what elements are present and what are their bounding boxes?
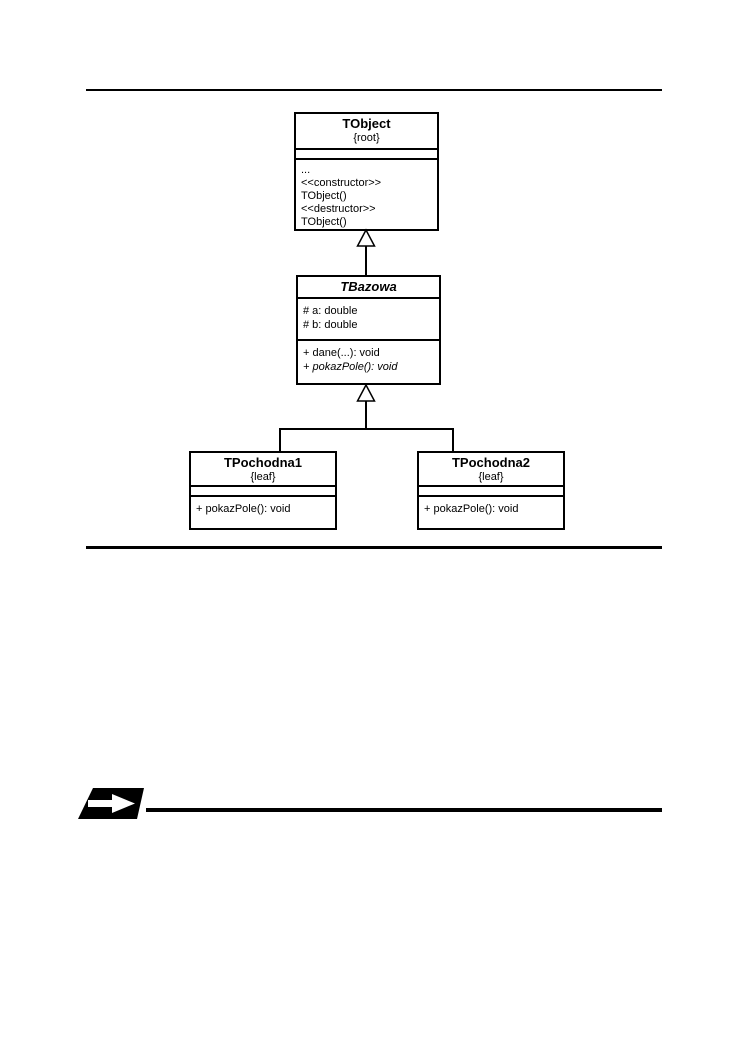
class-name-abstract: TBazowa — [340, 279, 397, 294]
class-box-tpochodna2: TPochodna2 {leaf} + pokazPole(): void — [417, 451, 565, 530]
method-line: + pokazPole(): void — [196, 503, 291, 515]
note-divider-rule — [146, 808, 662, 812]
attribute-line: # b: double — [303, 319, 358, 331]
class-name: TPochodna1 — [223, 455, 302, 470]
attributes-compartment: # a: double # b: double — [298, 297, 439, 339]
top-divider-rule — [86, 89, 662, 91]
class-title-compartment: TBazowa — [298, 277, 439, 297]
method-line: <<destructor>> — [301, 203, 376, 215]
class-constraint: {leaf} — [250, 471, 276, 483]
hollow-triangle-icon — [356, 383, 376, 402]
class-title-compartment: TPochodna2 {leaf} — [419, 453, 563, 485]
bottom-divider-rule — [86, 546, 662, 549]
class-box-tpochodna1: TPochodna1 {leaf} + pokazPole(): void — [189, 451, 337, 530]
class-box-tbazowa: TBazowa # a: double # b: double + dane(.… — [296, 275, 441, 385]
method-line: + pokazPole(): void — [424, 503, 519, 515]
class-name: TObject — [342, 116, 391, 131]
methods-compartment: ... <<constructor>> TObject() <<destruct… — [296, 158, 437, 229]
methods-compartment: + dane(...): void + pokazPole(): void — [298, 339, 439, 383]
class-name: TPochodna2 — [451, 455, 530, 470]
attributes-compartment-empty — [419, 485, 563, 495]
methods-compartment: + pokazPole(): void — [191, 495, 335, 528]
attribute-line: # a: double — [303, 305, 358, 317]
method-line: ... — [301, 164, 311, 176]
class-title-compartment: TObject {root} — [296, 114, 437, 148]
class-constraint: {root} — [353, 132, 380, 144]
methods-compartment: + pokazPole(): void — [419, 495, 563, 528]
class-box-tobject: TObject {root} ... <<constructor>> TObje… — [294, 112, 439, 231]
method-line-abstract: + pokazPole(): void — [303, 361, 398, 373]
right-arrow-icon — [78, 788, 144, 819]
generalization-tbazowa-to-tobject — [356, 228, 376, 275]
method-line: TObject() — [301, 190, 347, 202]
attributes-compartment-empty — [296, 148, 437, 158]
method-line: TObject() — [301, 216, 347, 228]
method-line: + dane(...): void — [303, 347, 380, 359]
method-line: <<constructor>> — [301, 177, 382, 189]
class-title-compartment: TPochodna1 {leaf} — [191, 453, 335, 485]
generalization-tpochodna-to-tbazowa — [279, 383, 454, 451]
class-constraint: {leaf} — [478, 471, 504, 483]
attributes-compartment-empty — [191, 485, 335, 495]
hollow-triangle-icon — [356, 228, 376, 247]
